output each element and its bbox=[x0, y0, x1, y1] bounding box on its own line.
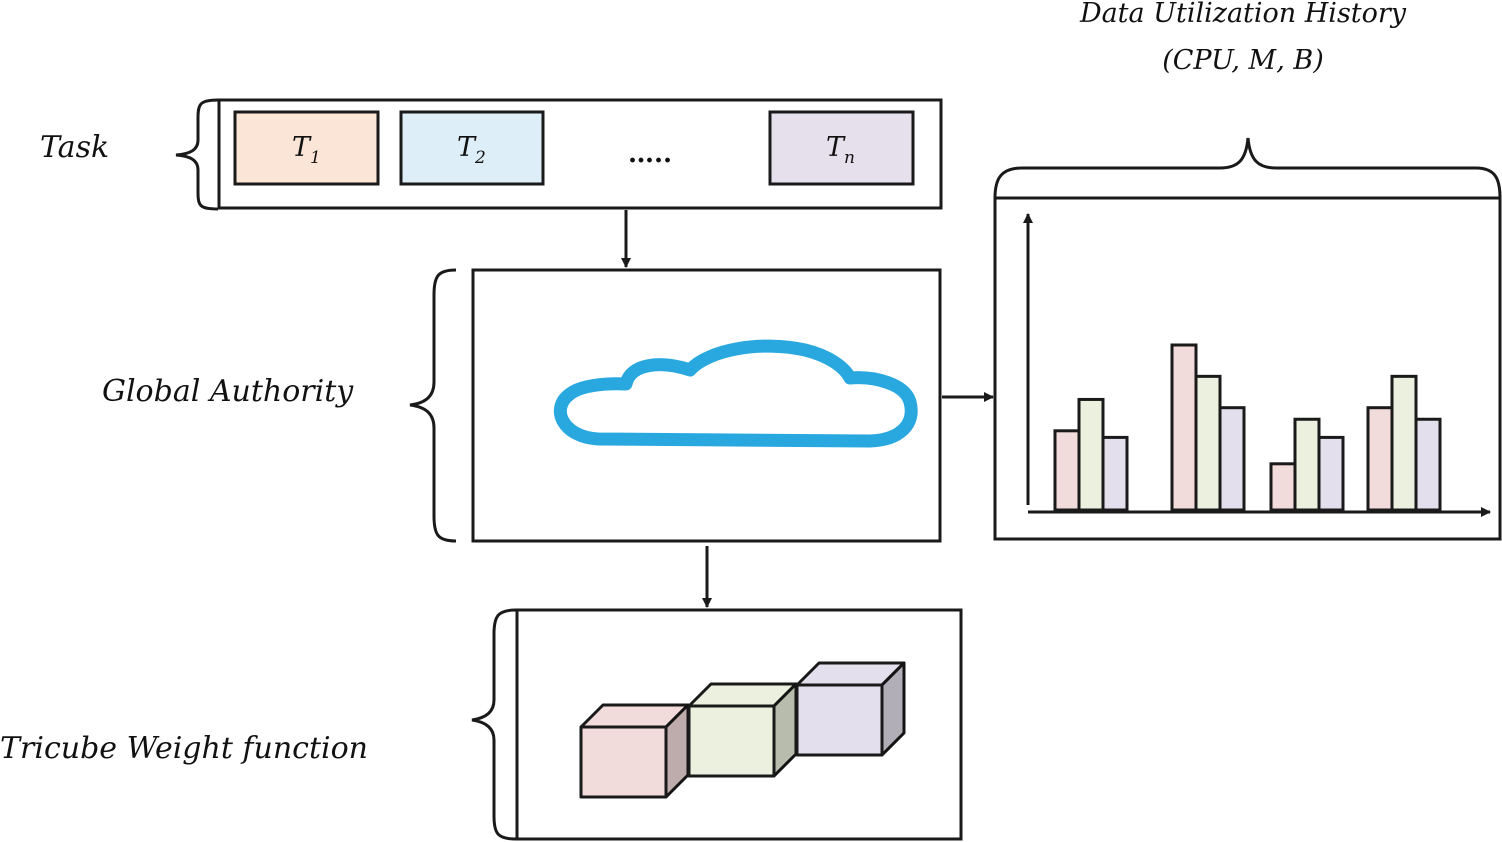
chart-bar bbox=[1194, 374, 1222, 512]
chart-bar bbox=[1317, 435, 1345, 512]
svg-text:Tn: Tn bbox=[826, 132, 855, 168]
chart-bar bbox=[1053, 429, 1081, 512]
task-box: T2 bbox=[399, 110, 545, 186]
chart-bar bbox=[1293, 417, 1321, 512]
history-title: Data Utilization History bbox=[1079, 0, 1407, 29]
chart-bar bbox=[1366, 406, 1394, 512]
history-subtitle: (CPU, M, B) bbox=[1162, 45, 1324, 76]
tricube-brace bbox=[471, 608, 517, 841]
cloud-icon bbox=[553, 339, 918, 448]
chart-bar bbox=[1170, 343, 1198, 512]
task-1-main: T bbox=[292, 132, 312, 163]
task-box: T1 bbox=[233, 110, 380, 186]
global-authority-label: Global Authority bbox=[102, 374, 354, 409]
chart-bar bbox=[1077, 397, 1105, 512]
authority-brace bbox=[409, 268, 457, 543]
chart-bar bbox=[1101, 435, 1129, 512]
chart-bar bbox=[1390, 374, 1418, 512]
cube-icon bbox=[687, 682, 798, 778]
task-brace bbox=[175, 98, 219, 211]
history-brace bbox=[993, 137, 1502, 199]
cube-icon-group bbox=[579, 661, 906, 799]
chart-bar bbox=[1414, 417, 1442, 512]
task-n-main: T bbox=[826, 132, 846, 163]
svg-text:T1: T1 bbox=[292, 132, 321, 168]
task-1-sub: 1 bbox=[310, 148, 321, 168]
chart-bar bbox=[1218, 406, 1246, 512]
svg-text:T2: T2 bbox=[457, 132, 486, 168]
task-label: Task bbox=[40, 130, 109, 165]
tricube-label: Tricube Weight function bbox=[0, 731, 368, 766]
task-2-main: T bbox=[457, 132, 477, 163]
cube-icon bbox=[795, 661, 906, 757]
chart-bar bbox=[1269, 462, 1297, 512]
task-n-sub: n bbox=[844, 148, 855, 168]
authority-box bbox=[471, 268, 942, 543]
task-box: Tn bbox=[768, 110, 915, 186]
cube-icon bbox=[579, 703, 690, 799]
task-2-sub: 2 bbox=[474, 148, 486, 168]
chart-bars bbox=[1053, 343, 1442, 512]
task-ellipsis: ….. bbox=[628, 139, 672, 169]
